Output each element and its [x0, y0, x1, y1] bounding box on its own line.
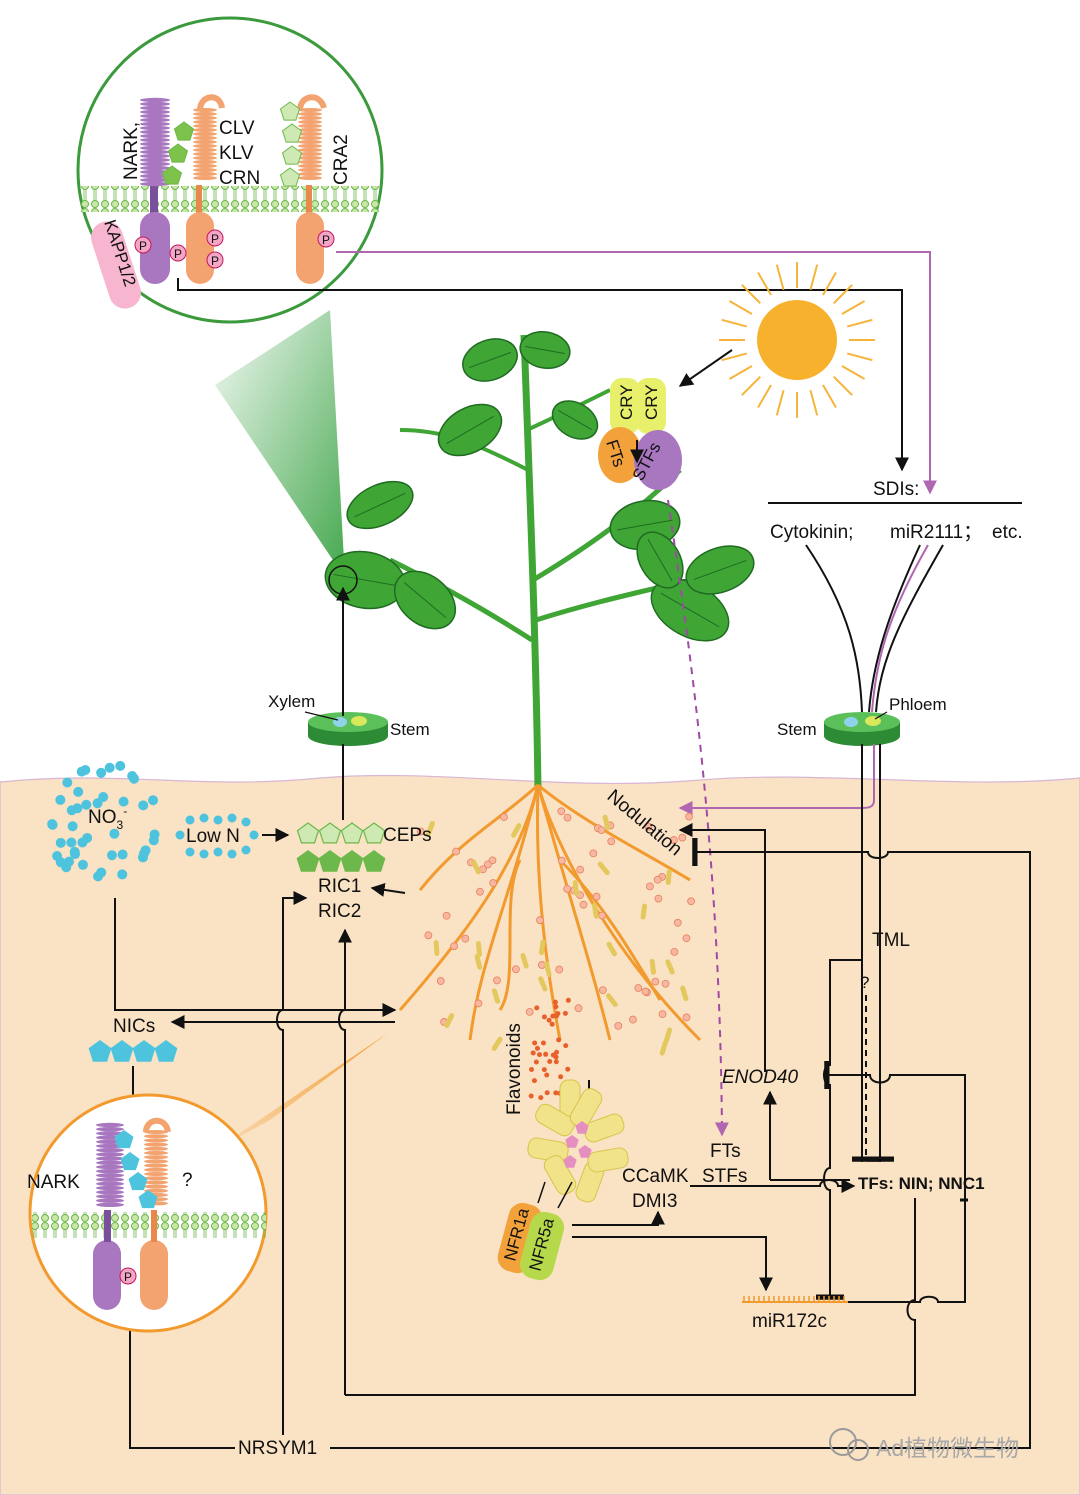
fts-label-root: FTs — [710, 1141, 741, 1162]
phloem-label: Phloem — [889, 695, 947, 714]
sdis-panel: SDIs: Cytokinin; miR2111； etc. — [768, 479, 1023, 712]
crn-label: CRN — [219, 168, 260, 189]
svg-text:P: P — [174, 247, 182, 261]
dmi3-label: DMI3 — [632, 1191, 677, 1212]
cry-complex: CRY CRY FTs STFs — [598, 378, 682, 490]
flavonoids-label: Flavonoids — [504, 1023, 525, 1115]
tfs-label: TFs: NIN; NNC1 — [858, 1174, 985, 1193]
low-n-label: Low N — [186, 826, 240, 847]
stfs-label-root: STFs — [702, 1166, 747, 1187]
klv-label: KLV — [219, 143, 254, 164]
enod40-label: ENOD40 — [722, 1067, 798, 1088]
svg-text:P: P — [211, 232, 219, 246]
svg-text:Ad植物微生物: Ad植物微生物 — [876, 1435, 1019, 1461]
sdis-label: SDIs: — [873, 479, 919, 500]
bottom-question: ? — [182, 1170, 193, 1191]
svg-text:P: P — [322, 233, 330, 247]
svg-text:P: P — [211, 254, 219, 268]
mir2111-label: miR2111； — [890, 522, 982, 543]
stem-disc-left — [308, 712, 388, 746]
zoom-beam-top — [215, 310, 345, 578]
sun-icon — [719, 262, 875, 418]
ric2-label: RIC2 — [318, 901, 361, 922]
receptor-circle-top: P P P P P NARK, CLV KLV CRN CRA2 KAPP1/2 — [78, 18, 382, 322]
stem-disc-right — [824, 712, 900, 746]
tml-question: ? — [860, 973, 869, 992]
svg-text:P: P — [139, 239, 147, 253]
ceps-label: CEPs — [383, 825, 432, 846]
etc-label: etc. — [992, 522, 1023, 543]
mir172c-label: miR172c — [752, 1311, 827, 1332]
ccamk-label: CCaMK — [622, 1166, 689, 1187]
sun-to-cry-arrow — [680, 350, 732, 386]
nark-label-bottom: NARK — [27, 1172, 80, 1193]
tml-label: TML — [872, 930, 910, 951]
ric1-label: RIC1 — [318, 876, 361, 897]
stem-label-right: Stem — [777, 720, 817, 739]
cytokinin-label: Cytokinin; — [770, 522, 853, 543]
cry-label-2: CRY — [642, 384, 661, 420]
cra2-label: CRA2 — [331, 134, 352, 185]
xylem-label: Xylem — [268, 692, 315, 711]
receptor-circle-bottom: P NARK ? — [27, 1095, 266, 1331]
stem-label-left: Stem — [390, 720, 430, 739]
clv-label: CLV — [219, 118, 255, 139]
svg-text:P: P — [124, 1270, 132, 1284]
nrsym1-label: NRSYM1 — [238, 1438, 317, 1459]
nark-label: NARK, — [121, 122, 142, 180]
cry-label-1: CRY — [617, 384, 636, 420]
nics-label: NICs — [113, 1016, 155, 1037]
